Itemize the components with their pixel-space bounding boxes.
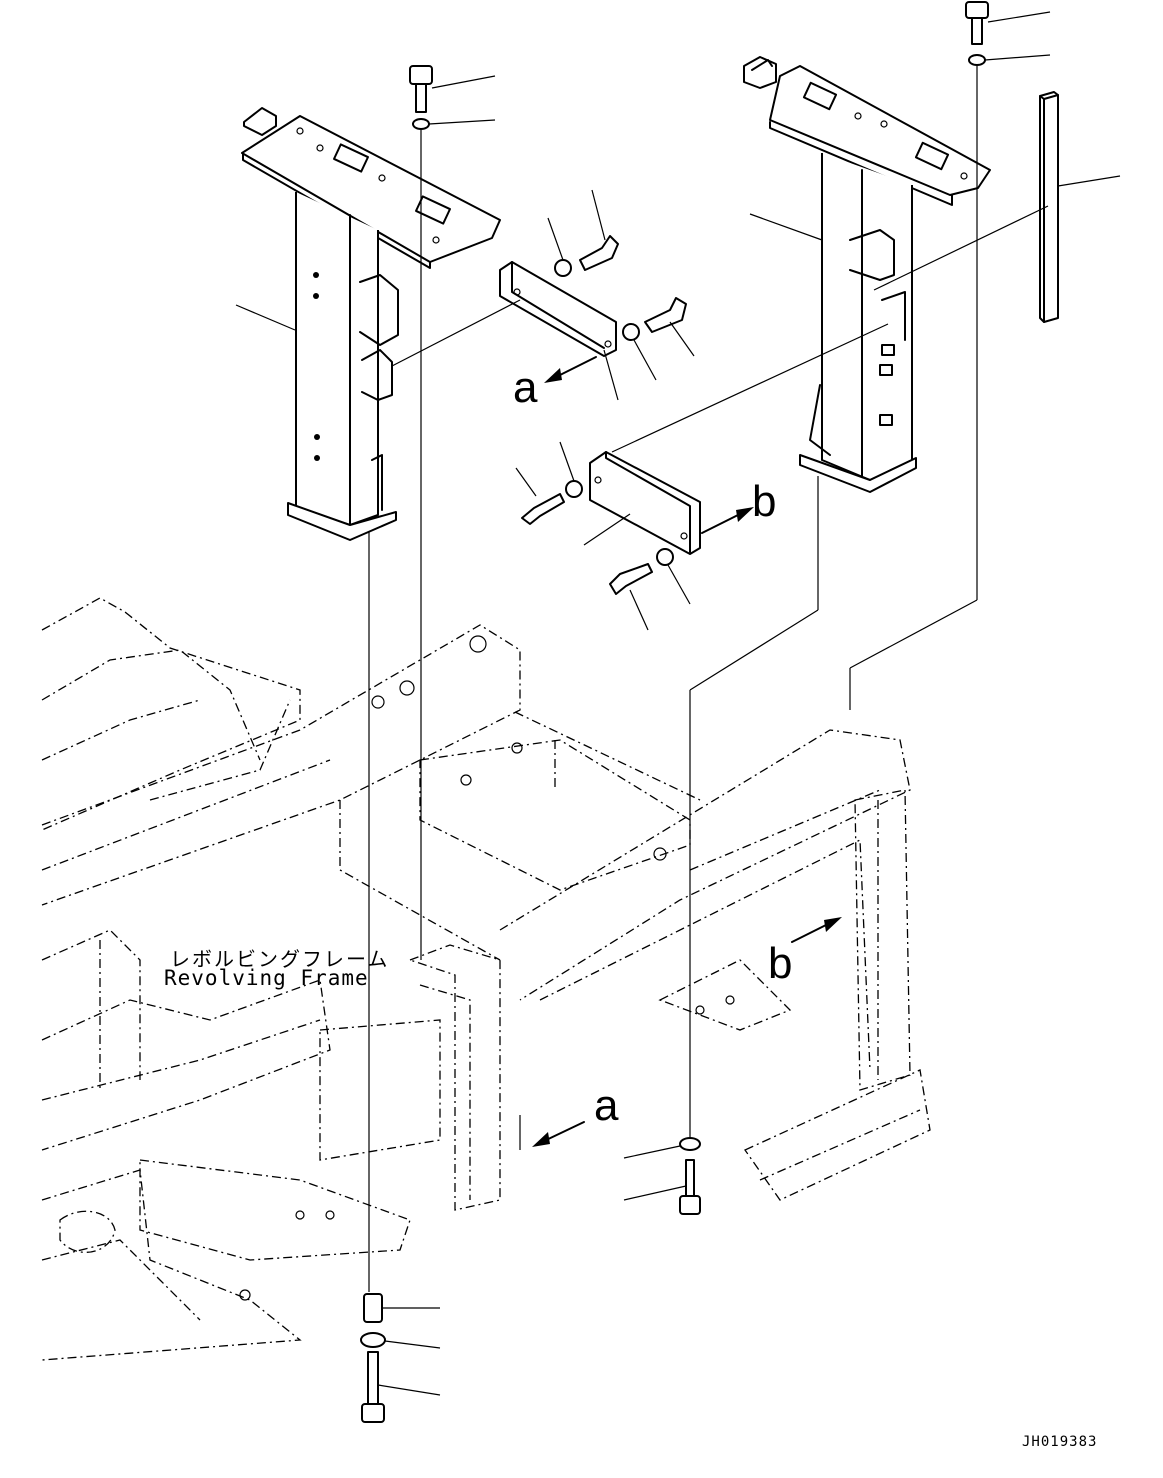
- direction-arrows: [519, 356, 842, 1150]
- fasteners: [360, 1, 1051, 1423]
- revolving-frame: [41, 597, 931, 1361]
- drawing-code: JH019383: [1022, 1434, 1098, 1450]
- bracket-upper: [499, 261, 619, 401]
- leader-lines: [368, 66, 1049, 1292]
- bracket-lower: [583, 451, 701, 555]
- side-bar: [1039, 91, 1121, 323]
- arrow-label-a-lower: a: [594, 1081, 619, 1130]
- arrow-label-a-upper: a: [513, 363, 538, 412]
- right-post: [743, 56, 991, 493]
- left-post: [235, 107, 501, 541]
- arrow-label-b-upper: b: [752, 477, 777, 526]
- frame-name-english: Revolving Frame: [164, 966, 369, 990]
- arrow-label-b-lower: b: [768, 939, 793, 988]
- frame-name-japanese: レボルビングフレーム: [170, 947, 390, 971]
